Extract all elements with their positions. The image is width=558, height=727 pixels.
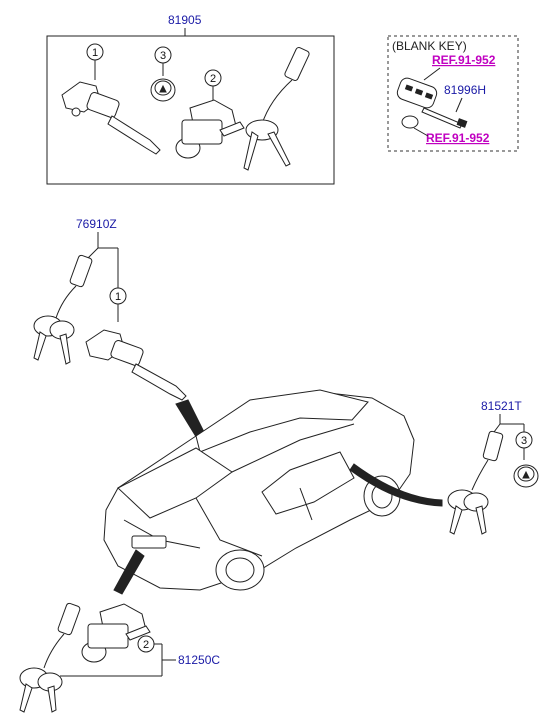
svg-text:1: 1 bbox=[92, 47, 98, 59]
part-number-81521T[interactable]: 81521T bbox=[481, 399, 522, 413]
trunk-lock-cylinder-icon-bottom bbox=[81, 603, 151, 663]
door-lock-cylinder-icon bbox=[61, 81, 161, 155]
key-ring-icon bbox=[401, 115, 419, 129]
ref-link-top[interactable]: REF.91-952 bbox=[432, 53, 496, 67]
callout-2-trunk[interactable]: 2 bbox=[137, 635, 155, 653]
key-set-icon-right bbox=[447, 430, 504, 535]
callout-3-top[interactable]: 3 bbox=[154, 46, 172, 76]
blank-key-box: (BLANK KEY) REF.91-952 81996H REF.91-952 bbox=[387, 35, 519, 152]
svg-text:3: 3 bbox=[160, 50, 166, 62]
blank-key-blade-icon bbox=[421, 107, 468, 129]
svg-text:1: 1 bbox=[115, 291, 121, 303]
part-number-81996H[interactable]: 81996H bbox=[444, 83, 486, 97]
group-81250C: 2 81250C bbox=[19, 602, 220, 713]
blank-key-frame bbox=[387, 35, 519, 152]
group-76910Z: 76910Z 1 bbox=[33, 217, 207, 441]
lock-cap-icon bbox=[150, 78, 176, 102]
part-number-81250C[interactable]: 81250C bbox=[178, 653, 220, 667]
part-number-76910Z[interactable]: 76910Z bbox=[76, 217, 117, 231]
lock-cap-icon-right bbox=[513, 464, 539, 488]
smart-key-fob-icon bbox=[396, 77, 438, 109]
callout-3-right[interactable]: 3 bbox=[515, 431, 533, 460]
trunk-lock-cylinder-icon bbox=[175, 99, 245, 159]
door-lock-cylinder-icon-left bbox=[85, 329, 187, 401]
group-81905: 81905 1 3 2 bbox=[46, 13, 335, 185]
callout-1-top[interactable]: 1 bbox=[86, 43, 104, 80]
pointer-arrow-right bbox=[349, 463, 443, 507]
svg-text:3: 3 bbox=[521, 435, 527, 447]
key-set-icon-trunk bbox=[19, 602, 81, 713]
key-set-icon-left bbox=[33, 254, 93, 365]
blank-key-title: (BLANK KEY) bbox=[392, 39, 467, 53]
group-frame-81905 bbox=[46, 35, 335, 185]
pointer-arrow-trunk bbox=[113, 549, 145, 595]
ref-link-bottom[interactable]: REF.91-952 bbox=[426, 131, 490, 145]
svg-text:2: 2 bbox=[210, 73, 216, 85]
key-set-icon-top bbox=[243, 47, 310, 171]
callout-1-left[interactable]: 1 bbox=[109, 287, 127, 322]
callout-2-top[interactable]: 2 bbox=[204, 69, 222, 100]
group-81521T: 81521T 3 bbox=[447, 399, 539, 535]
svg-text:2: 2 bbox=[143, 639, 149, 651]
part-number-81905[interactable]: 81905 bbox=[168, 13, 202, 27]
sedan-car-illustration bbox=[103, 389, 415, 591]
